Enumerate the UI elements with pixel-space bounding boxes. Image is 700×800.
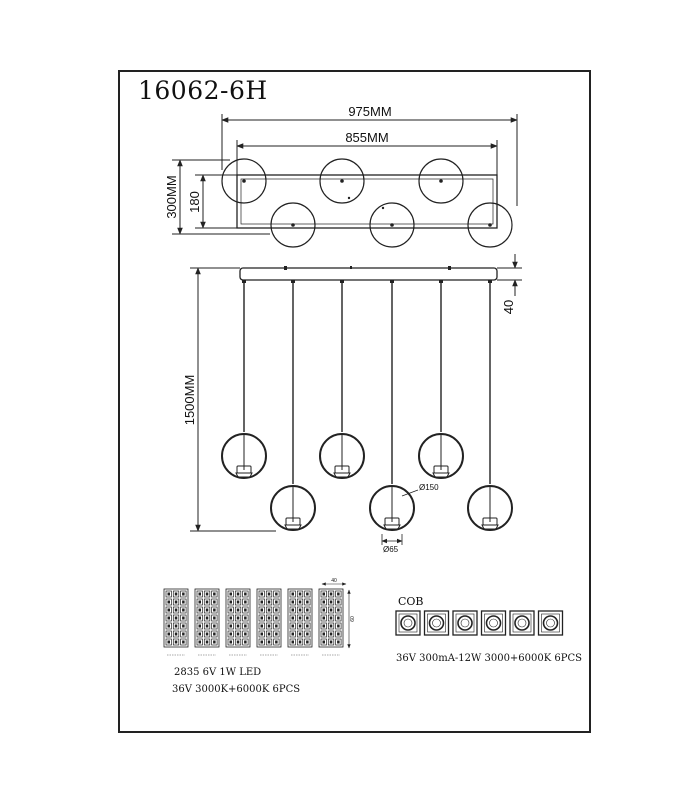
globe-front-6 (467, 485, 513, 531)
cob-module-5 (509, 610, 535, 636)
led-modules (163, 588, 344, 656)
led-module-1 (163, 588, 189, 656)
model-number-title: 16062-6H (138, 76, 268, 105)
canopy-front (239, 267, 498, 281)
cob-module-2 (423, 610, 450, 636)
led-module-5 (287, 588, 313, 656)
globe-front-5 (418, 433, 464, 479)
front-view (190, 254, 522, 545)
drawing-frame (118, 70, 591, 733)
dim-180-label: 180 (187, 191, 202, 213)
cob-modules (395, 610, 564, 636)
dim-40-label: 40 (501, 300, 516, 314)
led-module-6 (318, 588, 344, 656)
led-spec-line-2: 36V 3000K+6000K 6PCS (172, 684, 301, 695)
globe-top-2 (319, 158, 365, 204)
globe-front-4 (369, 485, 415, 531)
led-width-label: 40 (331, 578, 337, 584)
led-module-3 (225, 588, 251, 656)
dim-975-label: 975MM (348, 104, 391, 119)
led-module-2 (194, 588, 220, 656)
globe-top-6 (467, 202, 513, 248)
dim-65-label: Ø65 (383, 545, 399, 554)
dim-150-label: Ø150 (419, 483, 439, 492)
dim-1500-label: 1500MM (182, 375, 197, 426)
cob-module-1 (395, 610, 421, 636)
globe-top-1 (221, 158, 267, 204)
top-view (172, 114, 518, 248)
led-height-label: 60 (350, 616, 356, 622)
led-spec-line-1: 2835 6V 1W LED (174, 667, 262, 678)
canopy-outline-top (236, 174, 498, 229)
globe-front-3 (319, 433, 365, 479)
cob-module-3 (452, 610, 478, 636)
dim-300-label: 300MM (164, 175, 179, 218)
led-module-4 (256, 588, 282, 656)
dim-leader-150 (401, 489, 419, 497)
cob-spec: 36V 300mA-12W 3000+6000K 6PCS (396, 653, 582, 664)
cob-module-4 (480, 610, 507, 636)
globe-top-5 (369, 202, 415, 248)
globe-front-1 (221, 433, 267, 479)
globe-front-2 (270, 485, 316, 531)
cob-label: COB (398, 595, 424, 608)
cob-module-6 (537, 610, 564, 636)
globe-top-3 (418, 158, 464, 204)
dim-855-label: 855MM (345, 130, 388, 145)
globe-top-4 (270, 202, 316, 248)
